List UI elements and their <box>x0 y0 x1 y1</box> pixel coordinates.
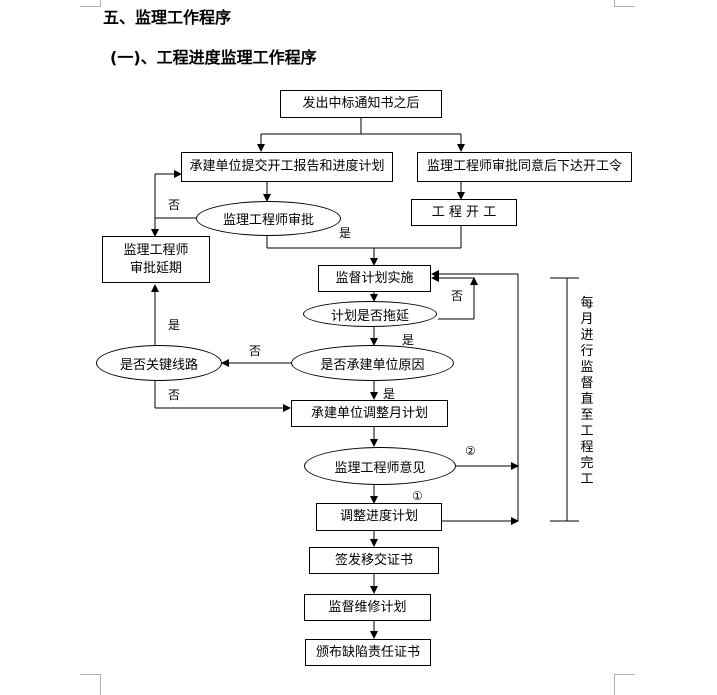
node-submit-report: 承建单位提交开工报告和进度计划 <box>181 152 393 182</box>
label-review-no: 否 <box>168 198 181 212</box>
label-circle-two: ② <box>465 444 476 458</box>
subsection-heading: (一)、工程进度监理工作程序 <box>110 48 317 67</box>
label-review-yes: 是 <box>339 226 352 240</box>
node-contractor-cause: 是否承建单位原因 <box>291 345 454 381</box>
label-circle-one: ① <box>412 489 423 503</box>
node-handover-cert: 签发移交证书 <box>309 547 439 574</box>
page-corner-top-right <box>614 0 635 7</box>
node-project-start: 工 程 开 工 <box>411 199 517 226</box>
page-corner-top-left <box>80 0 101 7</box>
node-extend-approval: 监理工程师 审批延期 <box>102 236 210 283</box>
label-critical-yes: 是 <box>168 318 181 332</box>
label-cause-no: 否 <box>249 344 262 358</box>
node-engineer-opinion: 监理工程师意见 <box>304 447 456 485</box>
flowchart-connectors <box>151 118 579 639</box>
label-delayed-yes: 是 <box>402 333 415 347</box>
node-defect-cert: 颁布缺陷责任证书 <box>305 639 431 666</box>
node-adjust-schedule: 调整进度计划 <box>316 503 442 531</box>
node-critical-path: 是否关键线路 <box>96 345 222 381</box>
node-supervise-plan: 监督计划实施 <box>318 265 431 292</box>
node-adjust-monthly: 承建单位调整月计划 <box>291 400 448 427</box>
node-engineer-review: 监理工程师审批 <box>196 201 341 236</box>
node-supervise-maintenance: 监督维修计划 <box>304 594 431 621</box>
label-critical-no: 否 <box>168 388 181 402</box>
section-heading: 五、监理工作程序 <box>103 8 232 27</box>
node-issue-notice: 发出中标通知书之后 <box>280 90 442 118</box>
label-cause-yes: 是 <box>383 387 396 401</box>
node-engineer-approve-order: 监理工程师审批同意后下达开工令 <box>417 152 632 182</box>
extend-approval-label: 监理工程师 审批延期 <box>123 242 189 276</box>
label-delayed-no: 否 <box>451 289 464 303</box>
side-note-monthly-supervision: 每月进行监督直至工程完工 <box>580 296 594 487</box>
node-plan-delayed: 计划是否拖延 <box>303 301 437 327</box>
